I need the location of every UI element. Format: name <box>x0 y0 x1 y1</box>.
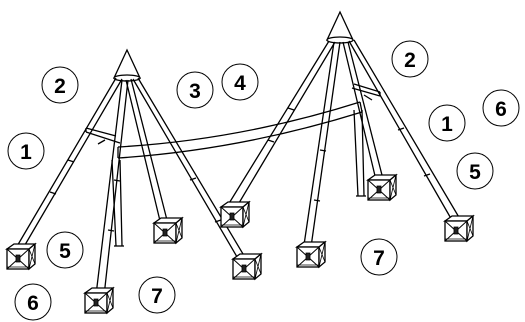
svg-text:5: 5 <box>469 161 481 184</box>
callout-5-right: 5 <box>456 152 494 190</box>
callout-7-right: 7 <box>360 238 398 276</box>
callout-7-left: 7 <box>138 276 176 314</box>
left-tripod <box>15 48 247 297</box>
svg-text:6: 6 <box>495 98 507 121</box>
callout-6-left: 6 <box>14 283 52 321</box>
svg-text:1: 1 <box>441 113 453 136</box>
svg-text:3: 3 <box>189 80 201 103</box>
base-left-right <box>232 253 262 280</box>
callout-2-left: 2 <box>41 66 79 104</box>
base-left-bottom <box>84 287 114 314</box>
base-left-front <box>6 243 36 270</box>
right-tripod <box>227 10 461 248</box>
callout-4: 4 <box>221 63 259 101</box>
svg-text:6: 6 <box>27 292 39 315</box>
svg-text:7: 7 <box>373 247 385 270</box>
callout-6-right: 6 <box>482 89 520 127</box>
base-right-front <box>220 201 250 228</box>
callout-5-left: 5 <box>46 231 84 269</box>
callout-1-left: 1 <box>7 132 45 170</box>
base-right-rear <box>367 174 397 201</box>
svg-text:2: 2 <box>54 75 66 98</box>
svg-text:4: 4 <box>234 72 246 95</box>
callout-2-right: 2 <box>391 40 429 78</box>
callout-1-right: 1 <box>428 104 466 142</box>
base-left-rear <box>153 217 183 244</box>
svg-text:7: 7 <box>151 285 163 308</box>
svg-text:2: 2 <box>404 49 416 72</box>
callout-3: 3 <box>176 71 214 109</box>
svg-text:1: 1 <box>20 141 32 164</box>
svg-text:5: 5 <box>59 240 71 263</box>
base-right-right <box>444 215 474 242</box>
base-right-bottom <box>296 241 326 268</box>
